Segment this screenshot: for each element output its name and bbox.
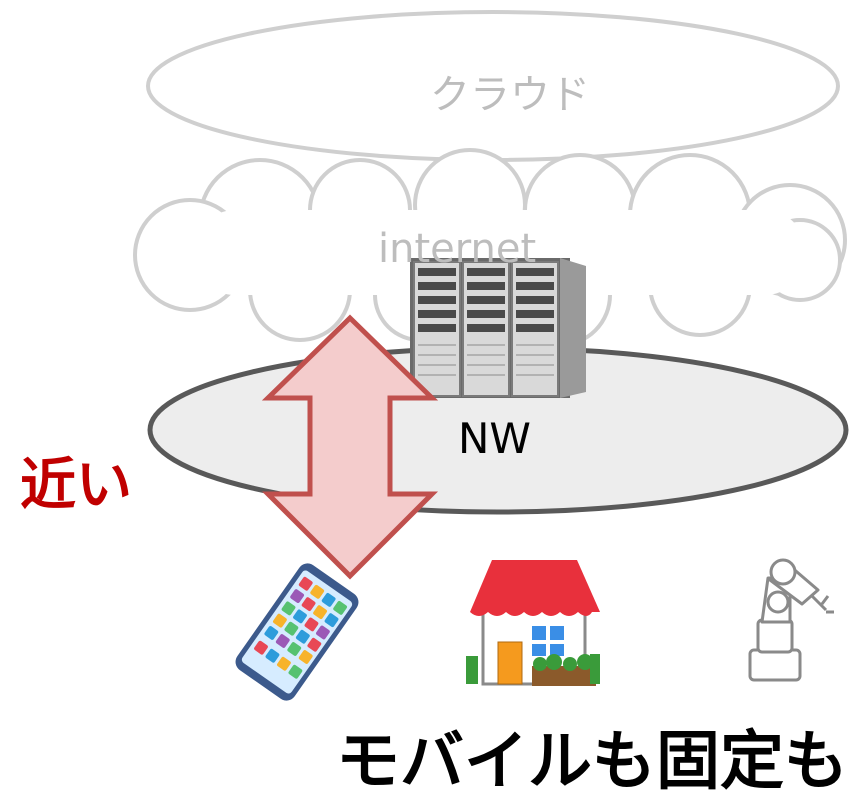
internet-label: internet [378, 226, 537, 272]
server-rack-icon [410, 258, 586, 398]
near-double-arrow [261, 314, 439, 580]
near-label: 近い [20, 453, 132, 518]
diagram-canvas [133, 10, 849, 701]
house-icon [466, 560, 600, 686]
smartphone-icon [235, 563, 359, 701]
bottom-caption: モバイルも固定も [336, 725, 848, 799]
internet-cloud-interior [195, 210, 805, 295]
cloud-label: クラウド [430, 72, 590, 118]
nw-label: NW [458, 414, 531, 463]
robot-arm-icon [748, 558, 834, 682]
